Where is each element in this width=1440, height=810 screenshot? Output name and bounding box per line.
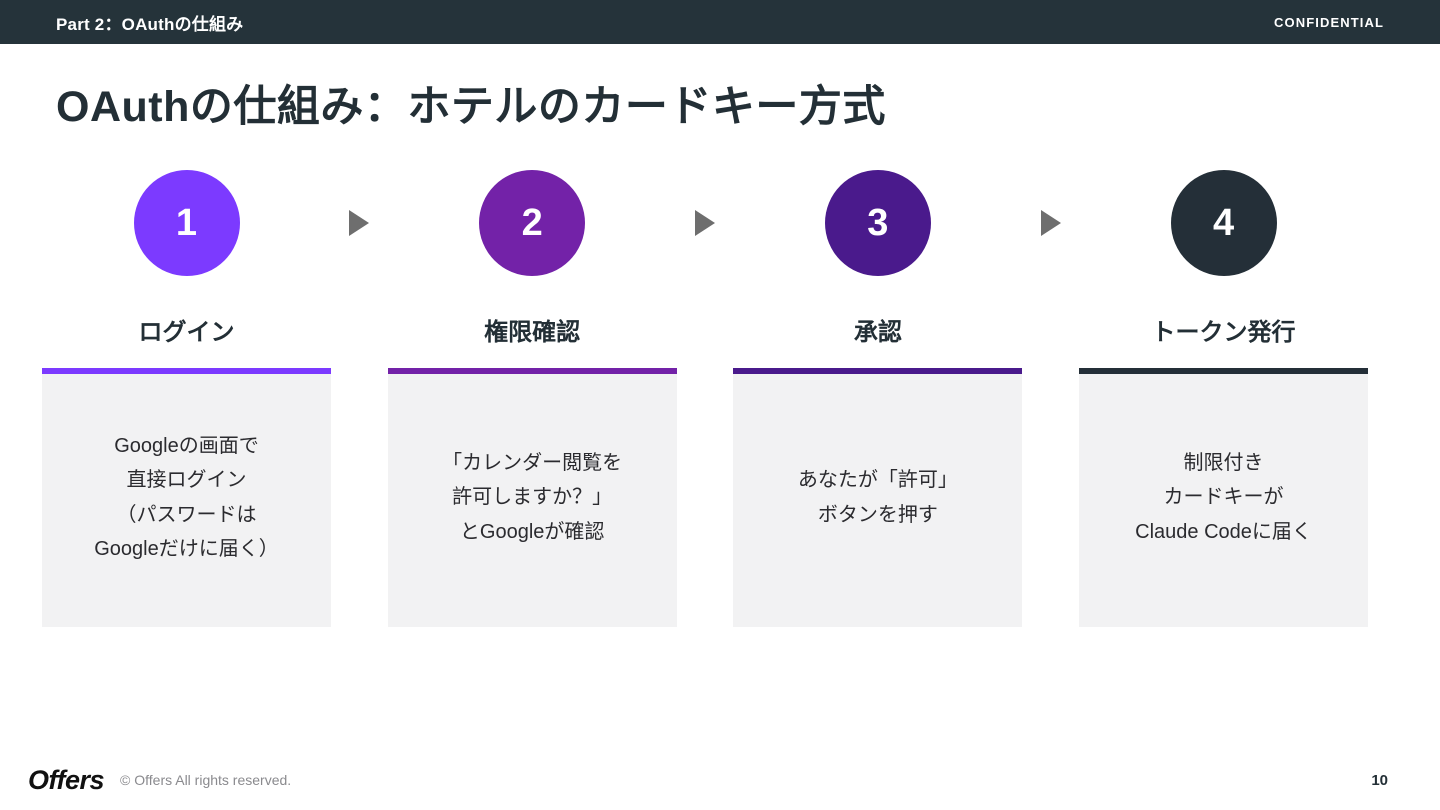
section-label: Part 2：OAuthの仕組み: [56, 14, 244, 34]
play-triangle-right-icon: [349, 210, 370, 236]
card-accent-bar-1: [42, 368, 331, 374]
step-label-3: 承認: [853, 319, 902, 346]
slide-footer: Offers © Offers All rights reserved. 10: [0, 750, 1440, 810]
step-number-circle-4: 4: [1170, 170, 1277, 276]
step-card-text-1: Googleの画面で 直接ログイン （パスワードは Googleだけに届く）: [94, 434, 279, 560]
copyright-text: © Offers All rights reserved.: [120, 772, 292, 788]
offers-logo: Offers: [28, 764, 105, 795]
step-label-4: トークン発行: [1151, 319, 1296, 346]
step-card-text-4: 制限付き カードキーが Claude Codeに届く: [1135, 451, 1312, 543]
step-3: 3 承認 あなたが「許可」 ボタンを押す: [733, 170, 1023, 627]
play-triangle-right-icon: [1040, 210, 1061, 236]
step-2: 2 権限確認 「カレンダー閲覧を 許可しますか？」 とGoogleが確認: [387, 170, 677, 627]
connector-2: [677, 170, 734, 236]
step-number-3: 3: [867, 202, 889, 244]
step-1: 1 ログイン Googleの画面で 直接ログイン （パスワードは Googleだ…: [42, 170, 331, 627]
page-title: OAuthの仕組み：ホテルのカードキー方式: [56, 83, 886, 131]
confidential-badge: CONFIDENTIAL: [1274, 14, 1384, 30]
step-number-4: 4: [1212, 202, 1235, 244]
step-label-2: 権限確認: [484, 319, 581, 346]
step-4: 4 トークン発行 制限付き カードキーが Claude Codeに届く: [1079, 170, 1369, 627]
step-number-2: 2: [521, 202, 543, 244]
step-card-text-2: 「カレンダー閲覧を 許可しますか？」 とGoogleが確認: [442, 451, 623, 543]
step-card-2: 「カレンダー閲覧を 許可しますか？」 とGoogleが確認: [387, 368, 677, 627]
connector-1: [331, 170, 388, 236]
card-accent-bar-2: [387, 368, 677, 374]
step-card-1: Googleの画面で 直接ログイン （パスワードは Googleだけに届く）: [42, 368, 331, 627]
step-number-circle-2: 2: [479, 170, 586, 276]
step-card-3: あなたが「許可」 ボタンを押す: [733, 368, 1023, 627]
step-card-4: 制限付き カードキーが Claude Codeに届く: [1079, 368, 1369, 627]
steps-flow: 1 ログイン Googleの画面で 直接ログイン （パスワードは Googleだ…: [42, 170, 1369, 630]
step-number-circle-1: 1: [133, 170, 240, 276]
play-triangle-right-icon: [695, 210, 715, 236]
step-card-text-3: あなたが「許可」 ボタンを押す: [797, 469, 958, 526]
step-label-1: ログイン: [138, 319, 235, 346]
slide-header-bar: Part 2：OAuthの仕組み CONFIDENTIAL: [0, 0, 1440, 44]
card-accent-bar-3: [733, 368, 1023, 374]
step-number-1: 1: [175, 202, 198, 244]
page-number: 10: [1371, 771, 1388, 789]
card-accent-bar-4: [1079, 368, 1369, 374]
connector-3: [1022, 170, 1079, 236]
step-number-circle-3: 3: [824, 170, 931, 276]
